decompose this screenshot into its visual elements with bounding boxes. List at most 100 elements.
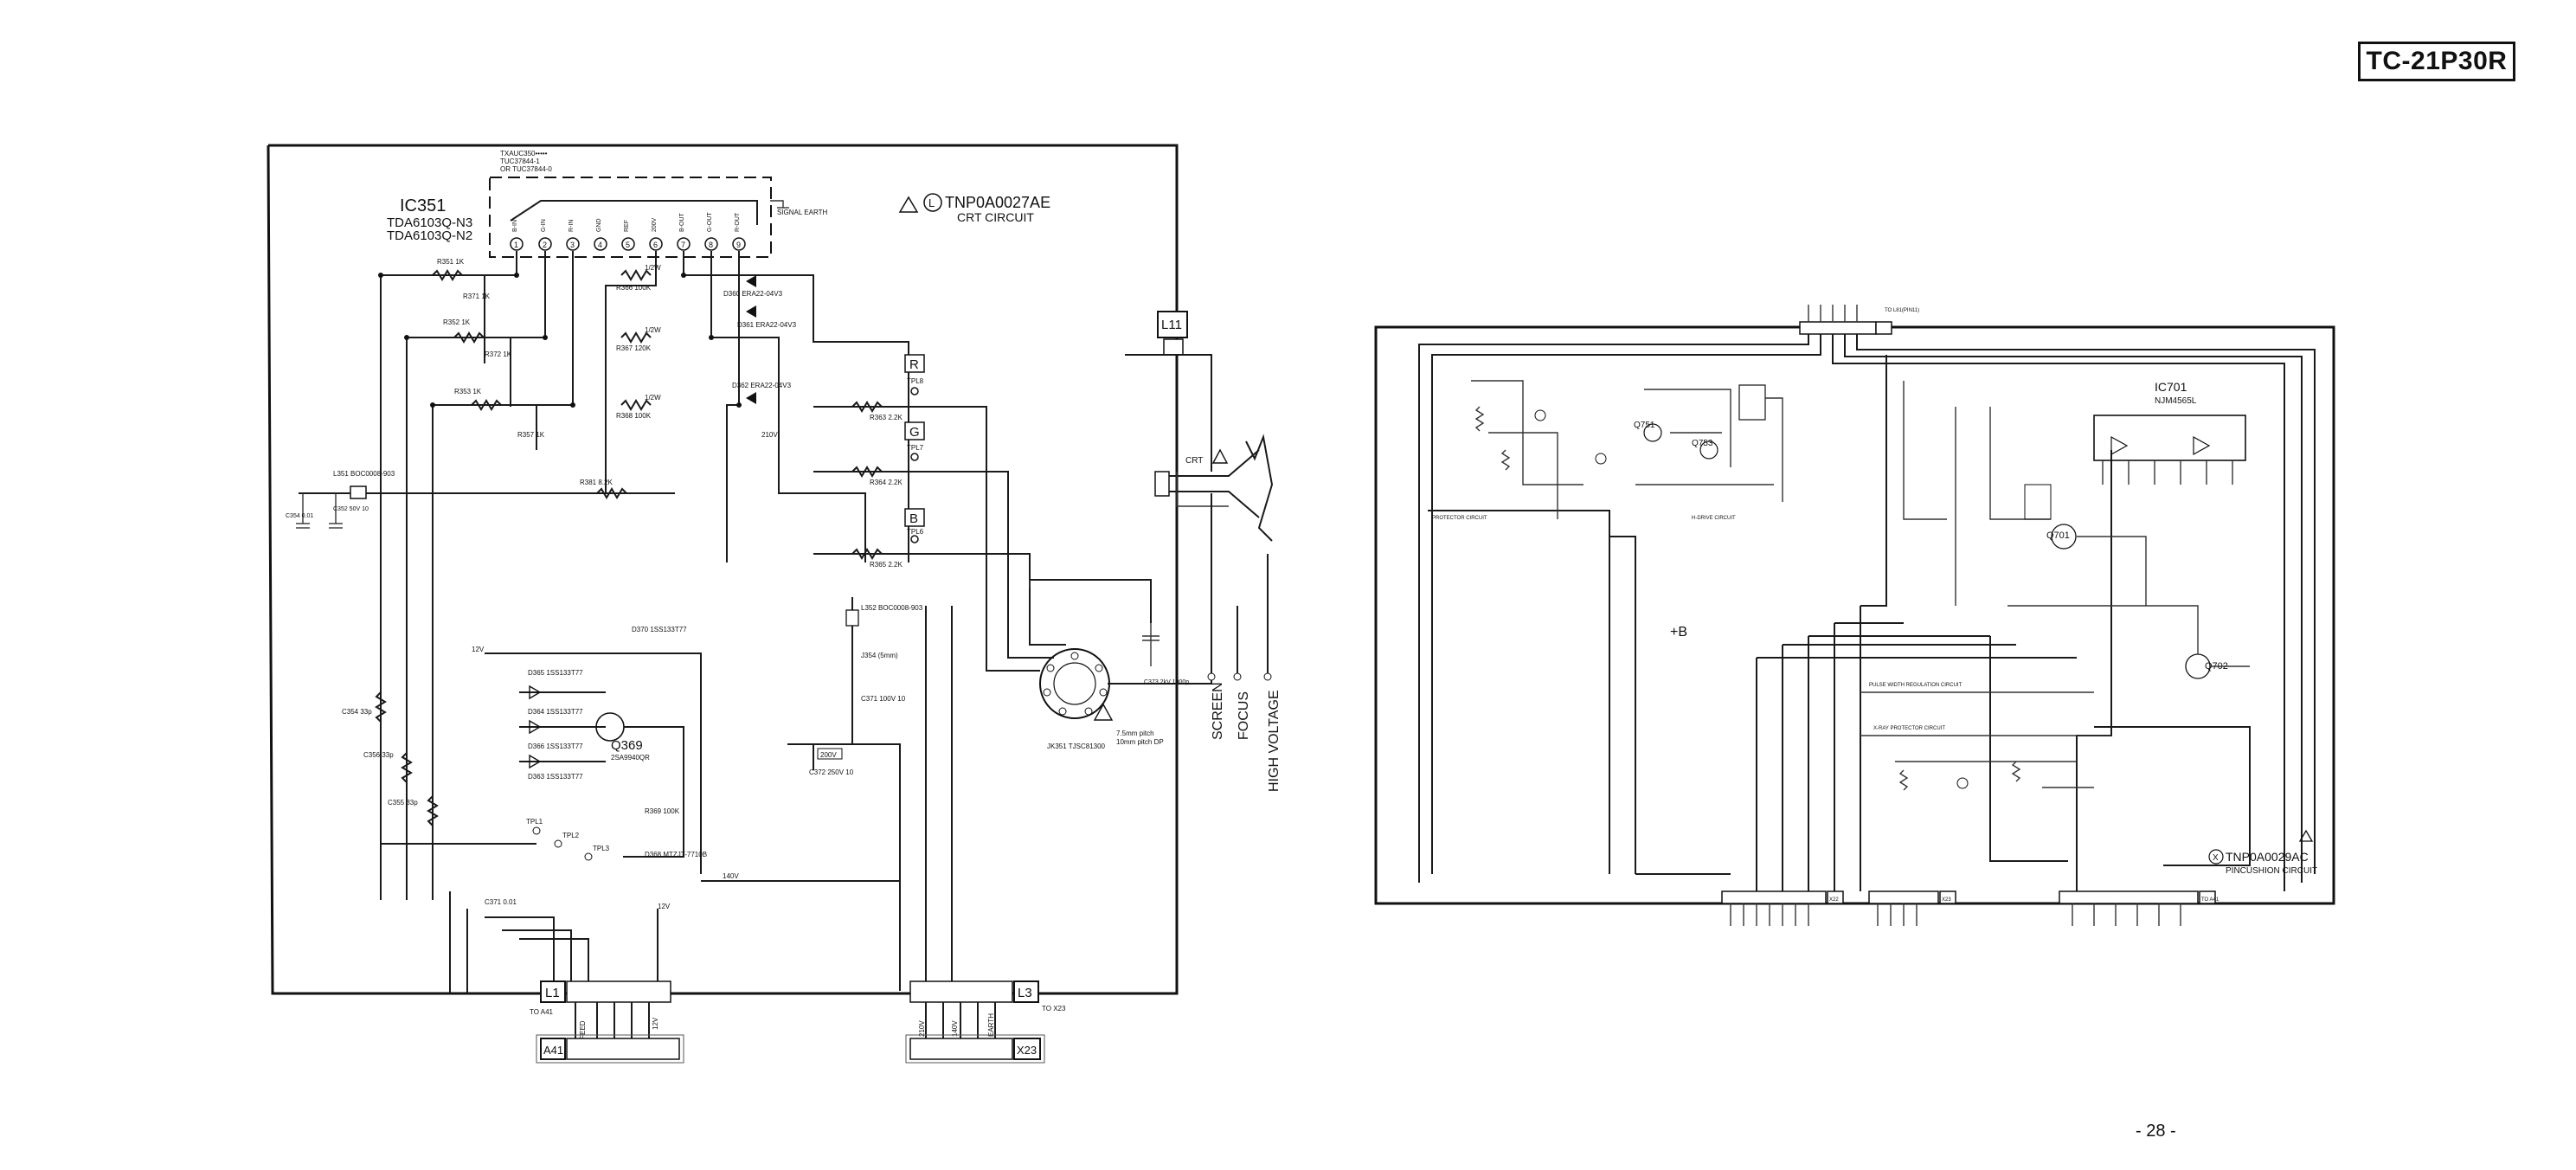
connector-l11-label: L11: [1161, 318, 1182, 332]
svg-text:140V: 140V: [951, 1020, 959, 1037]
svg-text:PULSE WIDTH REGULATION CIRCUIT: PULSE WIDTH REGULATION CIRCUIT: [1869, 683, 1963, 688]
svg-text:7: 7: [681, 241, 685, 249]
q369-section: D365 1SS133T77 D364 1SS133T77 D366 1SS13…: [472, 626, 707, 874]
rgb-outputs: R363 2.2K R364 2.2K R365 2.2K R G B TPL8…: [813, 354, 1031, 606]
pincushion-board-letter: X: [2213, 853, 2219, 863]
svg-text:TPL7: TPL7: [907, 444, 924, 452]
rgb-label-g: G: [909, 425, 920, 440]
rgb-label-b: B: [909, 511, 918, 526]
svg-text:TPL2: TPL2: [562, 832, 580, 839]
connector-x23-label: X23: [1017, 1044, 1037, 1057]
crt-board-frame: [267, 144, 1179, 995]
svg-text:R-IN: R-IN: [569, 220, 575, 232]
q369-label: Q369: [611, 738, 643, 753]
svg-text:R364 2.2K: R364 2.2K: [870, 479, 903, 486]
svg-text:JK351 TJSC81300: JK351 TJSC81300: [1047, 742, 1106, 750]
svg-text:X23: X23: [1942, 897, 1951, 903]
supply-plus-b: +B: [1670, 625, 1687, 640]
board-code: TNP0A0027AE: [945, 194, 1050, 211]
label-high-voltage: HIGH VOLTAGE: [1267, 690, 1282, 792]
model-number-box: TC-21P30R: [2358, 42, 2515, 81]
input-network: R351 1K R352 1K R353 1K R371 1K R372 1K …: [378, 251, 575, 900]
svg-text:R357 1K: R357 1K: [517, 431, 545, 439]
transistor-q701: Q701: [2046, 530, 2070, 541]
ic351-body: [510, 200, 758, 225]
ic-header-line-3: OR TUC37844-0: [500, 165, 552, 173]
svg-text:R367 120K: R367 120K: [616, 344, 652, 352]
board-letter: L: [928, 196, 935, 209]
svg-text:C371 100V 10: C371 100V 10: [861, 695, 906, 703]
svg-text:D363 1SS133T77: D363 1SS133T77: [528, 773, 583, 781]
board-name: CRT CIRCUIT: [957, 210, 1034, 224]
svg-text:REF: REF: [624, 220, 630, 232]
crt-socket-jk351: JK351 TJSC81300 7.5mm pitch 10mm pitch D…: [986, 493, 1212, 750]
connector-a41-label: A41: [543, 1044, 563, 1057]
pincushion-board: TO L81(PIN11): [1374, 305, 2335, 926]
svg-text:H-DRIVE CIRCUIT: H-DRIVE CIRCUIT: [1692, 516, 1736, 521]
svg-text:R363 2.2K: R363 2.2K: [870, 414, 903, 421]
svg-text:TO X23: TO X23: [1042, 1005, 1066, 1012]
svg-text:VM FEED: VM FEED: [579, 1020, 587, 1051]
hv-outputs: SCREEN FOCUS HIGH VOLTAGE C373 2kV 1000p: [1142, 554, 1282, 792]
svg-text:1/2W: 1/2W: [645, 394, 661, 402]
pincushion-board-code: TNP0A0029AC: [2226, 850, 2309, 864]
svg-text:R372 1K: R372 1K: [485, 350, 512, 358]
ic351-pins: 1 B-IN 2 G-IN 3 R-IN 4 GND 5 REF: [510, 212, 746, 251]
svg-text:9: 9: [736, 241, 741, 249]
svg-text:B-IN: B-IN: [512, 220, 518, 232]
crt-neck: CRT: [1154, 434, 1274, 542]
svg-text:TO A41: TO A41: [2201, 897, 2219, 903]
svg-text:12V: 12V: [472, 646, 485, 653]
svg-text:210V: 210V: [918, 1020, 926, 1037]
svg-text:2: 2: [543, 241, 547, 249]
pincushion-title: X TNP0A0029AC PINCUSHION CIRCUIT: [2208, 829, 2317, 876]
ic351-label: IC351: [400, 196, 446, 215]
ic-header-line-2: TUC37844-1: [500, 158, 540, 165]
q701-q702: Q701 Q702: [1903, 381, 2250, 679]
svg-text:G-IN: G-IN: [541, 219, 547, 232]
label-screen: SCREEN: [1211, 682, 1225, 740]
bottom-bus: [449, 606, 953, 993]
svg-text:200V: 200V: [820, 751, 837, 759]
svg-text:EARTH: EARTH: [987, 1013, 995, 1037]
svg-text:C356 33p: C356 33p: [363, 751, 394, 759]
svg-text:R352 1K: R352 1K: [443, 318, 471, 326]
pincushion-bus: [1418, 334, 2316, 891]
svg-text:R353 1K: R353 1K: [454, 388, 482, 395]
ic-header-line-1: TXAUC350•••••: [500, 150, 548, 158]
svg-text:140V: 140V: [723, 872, 739, 880]
svg-text:D366 1SS133T77: D366 1SS133T77: [528, 742, 583, 750]
svg-text:1/2W: 1/2W: [645, 326, 661, 334]
pincushion-board-name: PINCUSHION CIRCUIT: [2226, 866, 2317, 876]
signal-earth-label: SIGNAL EARTH: [777, 209, 827, 216]
connector-l3-label: L3: [1018, 986, 1032, 1000]
connector-l1-label: L1: [545, 986, 560, 1000]
svg-text:5: 5: [626, 241, 630, 249]
svg-text:L351 BOC0008-903: L351 BOC0008-903: [333, 470, 395, 478]
svg-text:PROTECTOR CIRCUIT: PROTECTOR CIRCUIT: [1432, 516, 1487, 521]
q369-part: 2SA9940QR: [611, 754, 650, 762]
rgb-label-r: R: [909, 357, 919, 372]
connector-l1: L1 TO A41 VM FEED 12V A41: [530, 980, 684, 1064]
connector-l3: L3 TO X23 210V 140V EARTH X23: [905, 980, 1066, 1064]
ic701-label: IC701: [2155, 380, 2187, 394]
page-number: - 28 -: [2136, 1122, 2176, 1141]
connector-l11: [1157, 311, 1188, 338]
ic-pin: 6 200V: [649, 217, 663, 251]
warning-icon: [2298, 829, 2314, 842]
output-network: R366 100K R367 120K R368 100K 1/2W 1/2W …: [605, 251, 909, 562]
protector-circuit: PROTECTOR CIRCUIT: [1432, 380, 1607, 521]
svg-text:D364 1SS133T77: D364 1SS133T77: [528, 708, 583, 716]
svg-text:12V: 12V: [658, 903, 671, 910]
svg-text:TO A41: TO A41: [530, 1008, 554, 1016]
svg-text:8: 8: [709, 241, 713, 249]
ic701: IC701 NJM4565L: [2093, 380, 2246, 485]
pincushion-top-connector: TO L81(PIN11): [1799, 305, 1919, 335]
ic701-part: NJM4565L: [2155, 396, 2197, 406]
crt-label: CRT: [1185, 456, 1203, 466]
pincushion-board-frame: [1374, 325, 2335, 905]
svg-text:C354 0.01: C354 0.01: [286, 513, 313, 519]
svg-text:D365 1SS133T77: D365 1SS133T77: [528, 669, 583, 677]
svg-text:C372 250V 10: C372 250V 10: [809, 768, 854, 776]
